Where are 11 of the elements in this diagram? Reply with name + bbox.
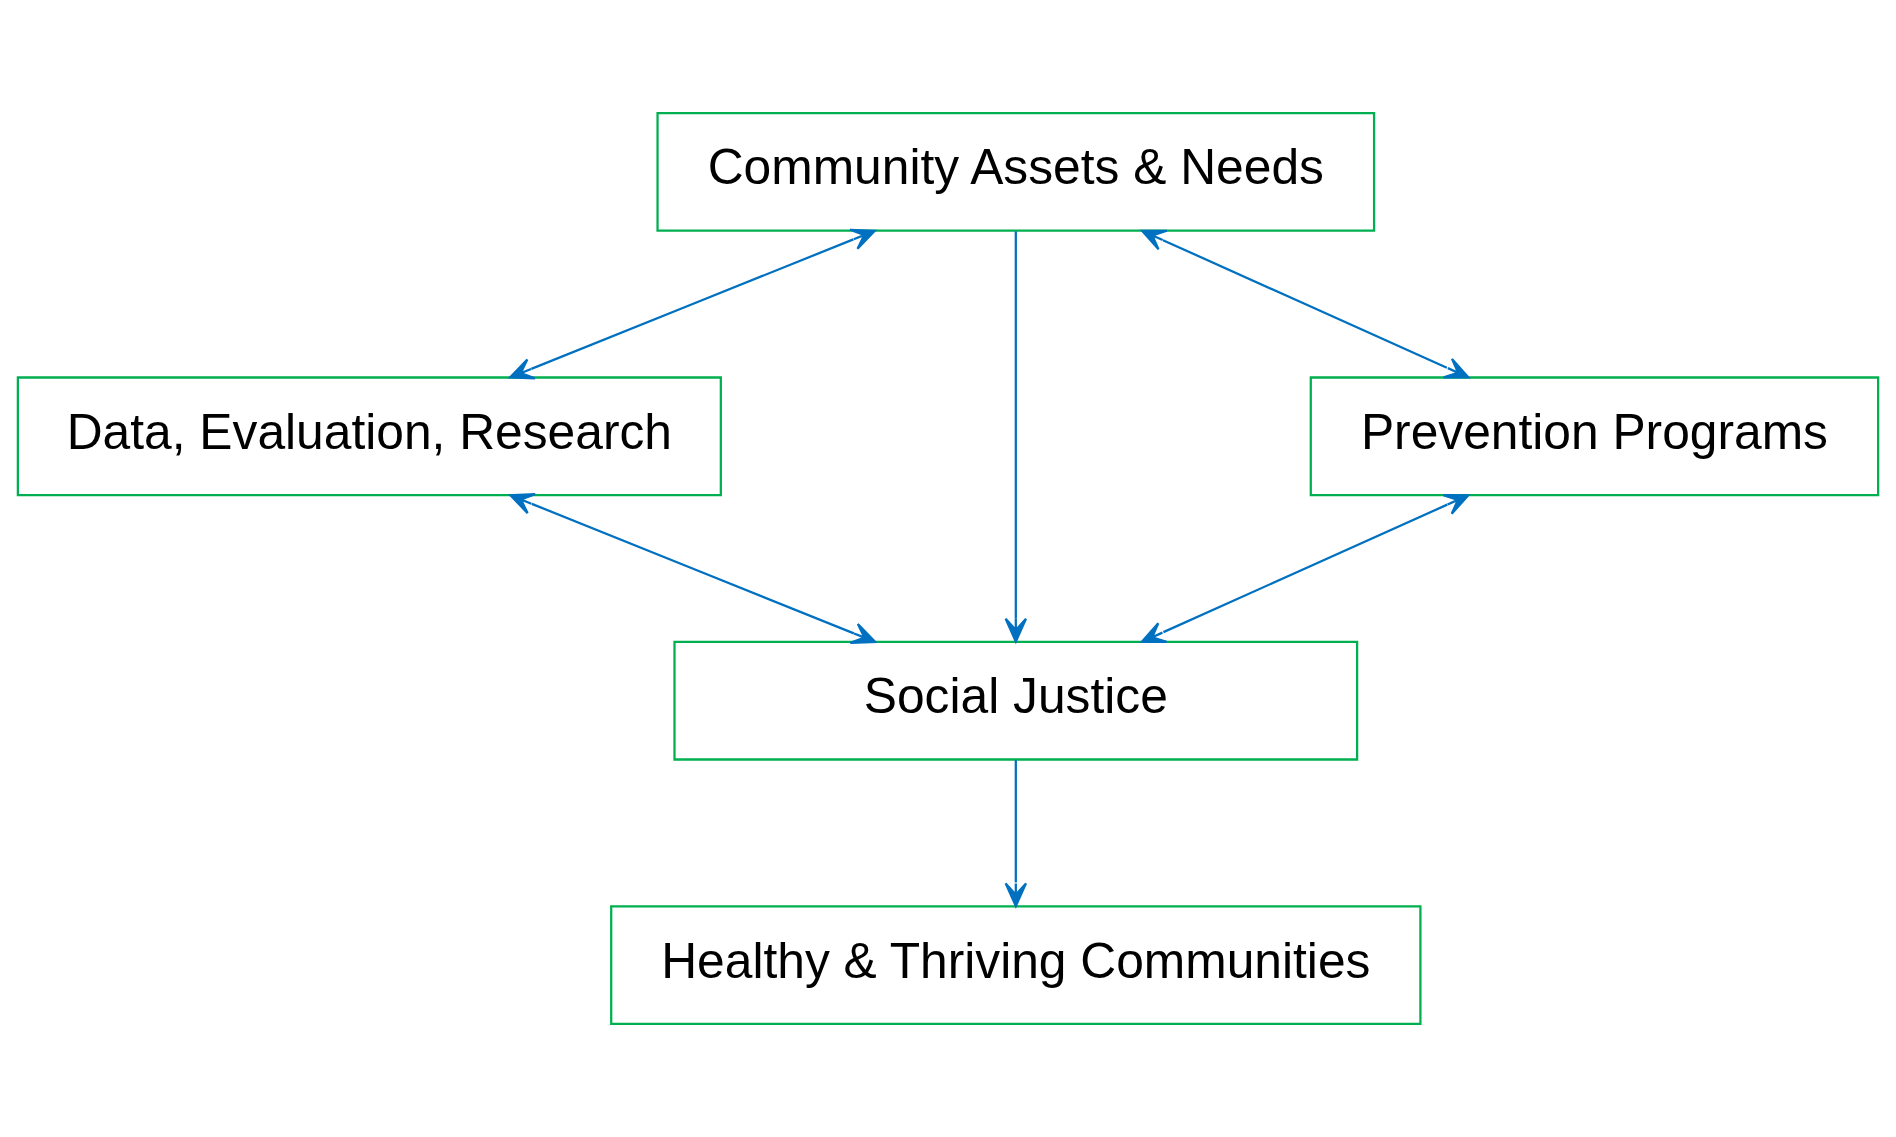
arrow [1140,494,1470,643]
arrow [509,493,877,644]
node-box: Prevention Programs [1309,376,1880,497]
node-box: Community Assets & Needs [656,111,1376,232]
arrow [509,228,876,380]
node-box: Healthy & Thriving Communities [610,905,1422,1026]
node-box: Data, Evaluation, Research [16,376,722,497]
arrow [1004,760,1028,908]
arrow [1004,231,1028,643]
arrow [1140,229,1470,379]
node-box: Social Justice [673,640,1359,761]
